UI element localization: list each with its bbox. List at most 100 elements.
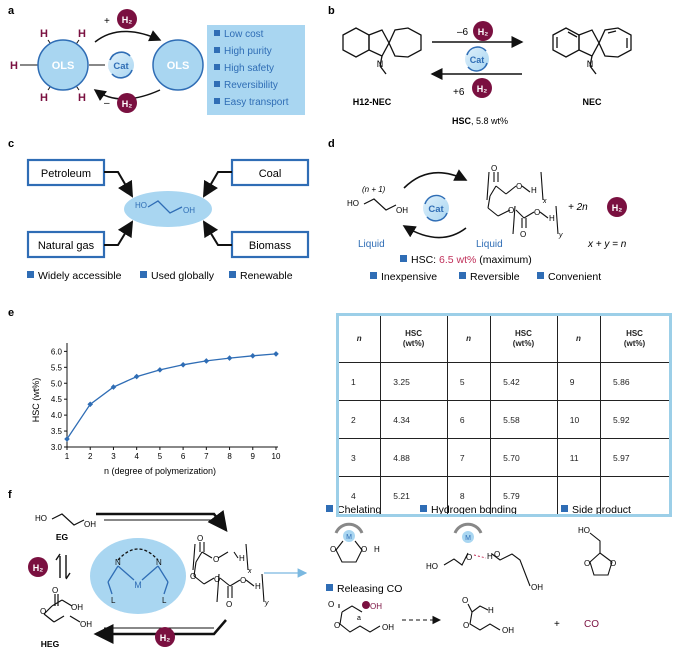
oh-group: OH xyxy=(183,206,195,215)
o-atom: O xyxy=(462,596,468,605)
data-point xyxy=(203,358,210,364)
ho-group: HO xyxy=(578,526,590,535)
x-tick-label: 10 xyxy=(272,452,281,461)
h2-badge xyxy=(117,9,137,29)
o-atom: O xyxy=(214,575,220,584)
table-cell: 5.21 xyxy=(380,476,448,516)
labeled-carbon xyxy=(362,601,370,609)
subscript-y: y xyxy=(558,232,563,239)
h-atom: H xyxy=(255,582,261,591)
feature-list-a: Low cost High purity High safety Reversi… xyxy=(214,29,289,108)
panel-c-letter: c xyxy=(8,138,14,150)
arrow-petroleum-eg xyxy=(104,171,134,198)
n-atom: N xyxy=(587,59,594,69)
nec-label: NEC xyxy=(582,97,602,107)
source-box-natural-gas xyxy=(26,230,106,259)
h2-badge xyxy=(473,21,493,41)
heg-label: HEG xyxy=(41,639,60,649)
catalyst-label: Cat xyxy=(428,204,444,215)
liquid-left: Liquid xyxy=(358,239,385,250)
h2-label: H₂ xyxy=(478,27,489,37)
ho-group: HO xyxy=(135,201,147,210)
table-header-cell: n xyxy=(556,314,602,363)
table-header-cell: HSC (wt%) xyxy=(380,314,448,363)
cycle-arrow-bottom-d xyxy=(402,225,467,239)
y-tick-label: 4.5 xyxy=(51,395,63,404)
ols-right-label: OLS xyxy=(167,60,190,72)
h2-badge xyxy=(28,557,48,577)
pincer-catalyst-structure xyxy=(107,548,169,595)
arrow-naturalgas-eg xyxy=(104,220,134,246)
arrow-biomass-eg xyxy=(202,220,232,246)
table-cell: 7 xyxy=(446,438,492,477)
feature-item: Inexpensive xyxy=(381,271,437,283)
table-cell: 6 xyxy=(446,400,492,439)
table-cell: 5.92 xyxy=(600,400,671,439)
h-atom: H xyxy=(488,606,494,615)
source-box-biomass xyxy=(230,230,310,259)
ligand-l: L xyxy=(111,596,116,605)
oh-group: OH xyxy=(80,620,92,629)
ethylene-glycol-structure xyxy=(147,200,183,214)
feature-item: Reversibility xyxy=(224,80,278,91)
h2-badge xyxy=(117,93,137,113)
o-atom: O xyxy=(361,545,367,554)
cycle-arrow-top xyxy=(94,30,162,43)
table-cell: 9 xyxy=(556,362,602,401)
oh-group: OH xyxy=(396,206,408,215)
o-atom: O xyxy=(534,208,540,217)
atom-label-a: a xyxy=(357,615,361,622)
subscript-x: x xyxy=(247,568,252,575)
table-header-cell: n xyxy=(336,314,382,363)
arrow-coal-eg xyxy=(202,171,232,198)
table-cell: 11 xyxy=(556,438,602,477)
x-tick-label: 7 xyxy=(204,452,209,461)
polyester-structure-f xyxy=(192,542,265,603)
o-atom: O xyxy=(52,586,58,595)
data-point xyxy=(249,353,256,359)
chart-ylabel: HSC (wt%) xyxy=(31,378,41,423)
h2-badge xyxy=(607,197,627,217)
feature-list-f: Chelating Hydrogen bonding Side product … xyxy=(326,504,631,595)
minus-six: –6 xyxy=(457,27,469,38)
coefficient: (n + 1) xyxy=(362,185,386,194)
features-box-a xyxy=(207,25,305,115)
feature-item: Low cost xyxy=(224,29,264,40)
table-header-cell: HSC (wt%) xyxy=(600,314,671,363)
equilibrium-arrows xyxy=(55,553,71,580)
h12-nec-structure xyxy=(342,27,422,75)
o-atom: O xyxy=(240,576,246,585)
table-cell: 3.25 xyxy=(380,362,448,401)
subscript-x: x xyxy=(542,198,547,205)
o-atom: O xyxy=(330,545,336,554)
catalyst-label: Cat xyxy=(113,61,129,72)
table-cell: 5.42 xyxy=(490,362,558,401)
table-cell: 5.86 xyxy=(600,362,671,401)
nec-structure xyxy=(552,27,632,75)
h-atom: H xyxy=(549,214,555,223)
x-tick-label: 1 xyxy=(65,452,70,461)
table-cell: 5.70 xyxy=(490,438,558,477)
polyester-structure-d xyxy=(486,171,559,235)
feature-item: Releasing CO xyxy=(337,583,402,595)
table-header-cell: HSC (wt%) xyxy=(490,314,558,363)
feature-list-d: Inexpensive Reversible Convenient xyxy=(370,271,601,283)
x-tick-label: 2 xyxy=(88,452,93,461)
ols-right-node xyxy=(152,39,204,91)
table-cell: 8 xyxy=(446,476,492,516)
eg-structure-f xyxy=(51,513,85,526)
panel-d-letter: d xyxy=(328,138,335,150)
h-atom: H xyxy=(487,552,493,561)
catalyst-swirl-icon xyxy=(466,46,488,72)
bullet-square xyxy=(400,255,407,262)
cycle-arrow-bottom-f xyxy=(93,619,227,644)
hsc-caption-d: HSC: 6.5 wt% (maximum) xyxy=(411,254,532,266)
data-point xyxy=(64,436,70,442)
feature-item: Convenient xyxy=(548,271,601,283)
table-cell: 2 xyxy=(336,400,382,439)
catalyst-badge xyxy=(108,52,134,78)
o-atom: O xyxy=(491,164,497,173)
y-tick-label: 3.0 xyxy=(51,443,63,452)
